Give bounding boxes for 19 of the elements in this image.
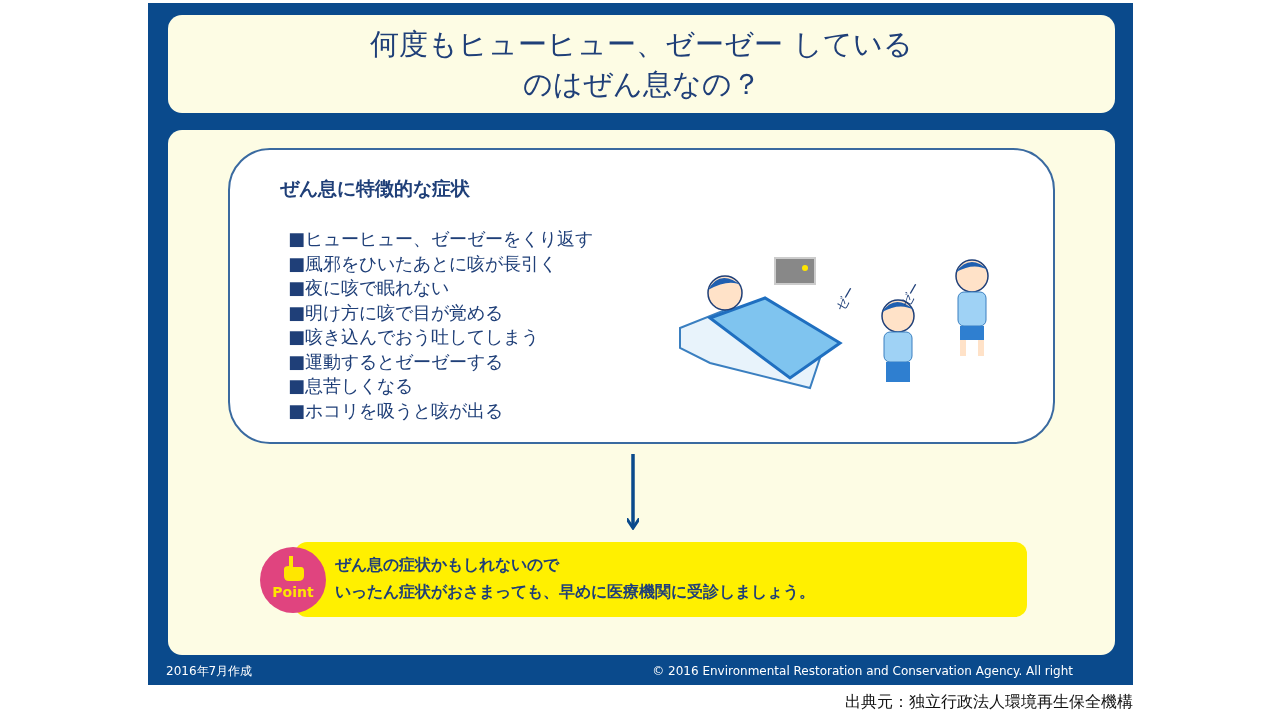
copyright-note: © 2016 Environmental Restoration and Conservation Agency. All right	[652, 664, 1073, 678]
symptom-item: ■夜に咳で眠れない	[288, 277, 449, 299]
list-heading: ぜん息に特徴的な症状	[280, 176, 470, 201]
symptom-item: ■ヒューヒュー、ゼーゼーをくり返す	[288, 228, 593, 250]
arrow	[625, 454, 641, 530]
symptom-item: ■運動するとゼーゼーする	[288, 350, 503, 373]
symptoms-box	[228, 148, 1055, 444]
symptom-item: ■明け方に咳で目が覚める	[288, 301, 503, 324]
symptom-item: ■ホコリを吸うと咳が出る	[288, 399, 503, 422]
source-note: 出典元：独立行政法人環境再生保全機構	[845, 692, 1133, 713]
symptom-item: ■咳き込んでおう吐してしまう	[288, 326, 539, 348]
sound-word: ゼー	[831, 283, 860, 315]
notice-text: ぜん息の症状かもしれないので	[335, 555, 561, 576]
notice-text: いったん症状がおさまっても、早めに医療機関に受診しましょう。	[335, 582, 816, 603]
sound-word: ゼー	[896, 279, 925, 311]
date-note: 2016年7月作成	[166, 663, 253, 680]
title-banner: 何度もヒューヒュー、ゼーゼー しているのはぜん息なの？	[168, 15, 1115, 113]
symptom-item: ■息苦しくなる	[288, 375, 413, 397]
symptom-item: ■風邪をひいたあとに咳が長引く	[288, 252, 557, 275]
